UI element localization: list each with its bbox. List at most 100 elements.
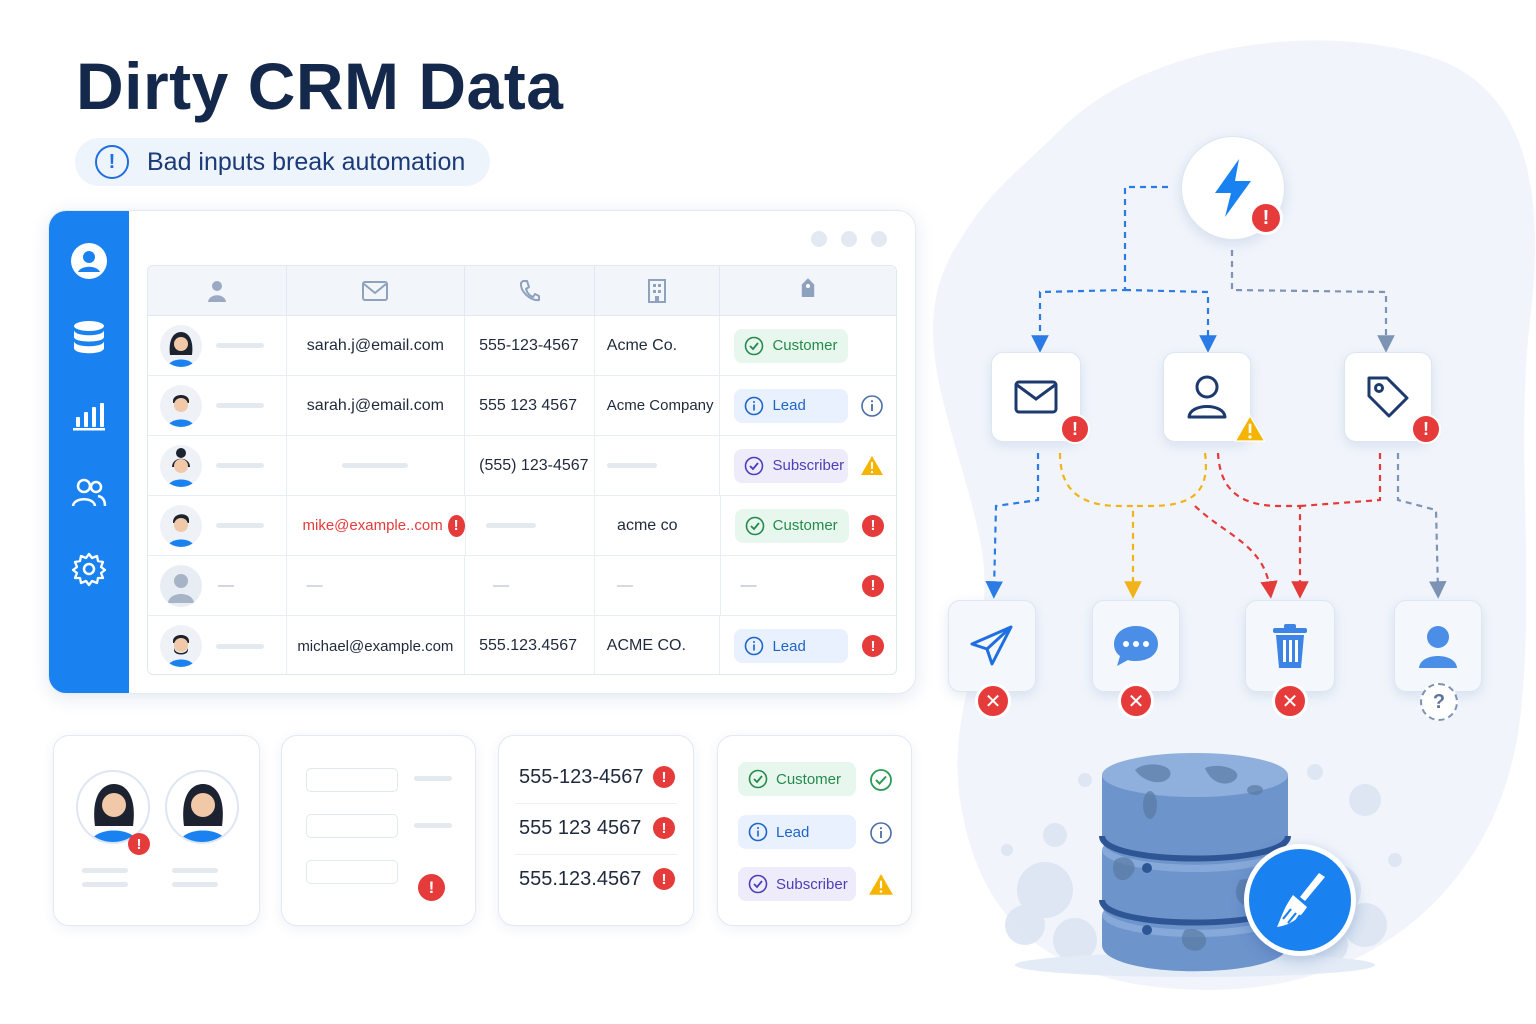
- phone-value: 555-123-4567: [519, 766, 644, 788]
- table-row[interactable]: (555) 123-4567 Subscriber: [148, 436, 896, 496]
- warning-icon[interactable]: [867, 872, 895, 898]
- status-badge[interactable]: Subscriber: [738, 867, 856, 901]
- status-badge[interactable]: Customer: [734, 508, 849, 543]
- status-badge[interactable]: Lead: [738, 815, 856, 849]
- error-icon[interactable]: !: [1411, 414, 1441, 444]
- check-circle-icon[interactable]: [869, 768, 893, 792]
- status-badge[interactable]: Lead: [734, 629, 849, 663]
- info-circle-icon: [745, 636, 764, 656]
- status-cell: Lead !: [720, 616, 896, 674]
- column-header-contact[interactable]: [148, 266, 287, 315]
- outcome-message[interactable]: [1092, 600, 1180, 692]
- sidebar-item-contacts[interactable]: [67, 470, 111, 514]
- status-badge[interactable]: Customer: [734, 328, 849, 363]
- question-icon[interactable]: ?: [1420, 683, 1458, 721]
- status-label: Customer: [772, 337, 838, 354]
- company-cell[interactable]: —: [595, 556, 721, 615]
- column-header-status[interactable]: [720, 266, 896, 315]
- phone-cell[interactable]: —: [465, 556, 595, 615]
- error-icon[interactable]: !: [447, 514, 465, 537]
- error-icon[interactable]: !: [862, 514, 884, 537]
- table-row[interactable]: — — — — — !: [148, 556, 896, 616]
- empty-input-field[interactable]: [306, 768, 398, 792]
- column-header-phone[interactable]: [465, 266, 595, 315]
- divider: [515, 803, 677, 804]
- company-cell[interactable]: Acme Company: [595, 376, 721, 435]
- error-icon[interactable]: !: [1060, 414, 1090, 444]
- status-tags-card: Customer Lead Subscriber: [717, 735, 912, 926]
- company-cell[interactable]: ACME CO.: [595, 616, 721, 674]
- sidebar-item-analytics[interactable]: [67, 393, 111, 437]
- outcome-send[interactable]: [948, 600, 1036, 692]
- table-row[interactable]: sarah.j@email.com 555 123 4567 Acme Comp…: [148, 376, 896, 436]
- column-header-email[interactable]: [287, 266, 466, 315]
- duplicates-card: !: [53, 735, 260, 926]
- close-icon[interactable]: ✕: [975, 683, 1011, 719]
- status-label: Subscriber: [772, 457, 845, 474]
- email-cell[interactable]: sarah.j@email.com: [287, 376, 466, 435]
- info-icon[interactable]: [860, 394, 884, 418]
- status-badge[interactable]: Lead: [734, 388, 849, 423]
- phone-cell[interactable]: 555.123.4567: [465, 616, 595, 674]
- phone-value: 555.123.4567: [519, 868, 642, 890]
- email-cell[interactable]: mike@example..com !: [287, 496, 466, 555]
- email-cell[interactable]: —: [287, 556, 466, 615]
- phone-cell[interactable]: 555 123 4567: [465, 376, 595, 435]
- error-icon[interactable]: !: [653, 766, 675, 788]
- error-icon[interactable]: !: [862, 635, 884, 657]
- table-row[interactable]: sarah.j@email.com 555-123-4567 Acme Co. …: [148, 316, 896, 376]
- error-icon[interactable]: !: [862, 574, 885, 597]
- user-circle-icon: [71, 243, 107, 279]
- warning-icon[interactable]: [860, 454, 884, 478]
- workflow-step-email[interactable]: [991, 352, 1081, 442]
- cleanup-button[interactable]: [1244, 844, 1356, 956]
- error-icon[interactable]: !: [418, 874, 445, 901]
- column-header-company[interactable]: [595, 266, 721, 315]
- phone-cell[interactable]: 555-123-4567: [465, 316, 595, 375]
- sidebar-item-database[interactable]: [67, 316, 111, 360]
- name-placeholder: [216, 403, 264, 408]
- close-icon[interactable]: ✕: [1118, 683, 1154, 719]
- warning-icon[interactable]: [1233, 413, 1267, 445]
- sidebar: [49, 211, 129, 693]
- database-icon: [74, 321, 104, 354]
- empty-placeholder: [606, 463, 657, 468]
- window-dot[interactable]: [871, 231, 887, 247]
- email-cell[interactable]: sarah.j@email.com: [287, 316, 466, 375]
- user-icon: [1187, 375, 1227, 419]
- phone-cell[interactable]: [466, 496, 596, 555]
- table-row[interactable]: mike@example..com ! acme co Customer !: [148, 496, 896, 556]
- company-cell[interactable]: acme co: [595, 496, 721, 555]
- phone-cell[interactable]: (555) 123-4567: [465, 436, 595, 495]
- avatar: [160, 625, 202, 667]
- company-cell[interactable]: [595, 436, 721, 495]
- empty-input-field[interactable]: [306, 814, 398, 838]
- outcome-contact[interactable]: [1394, 600, 1482, 692]
- status-badge[interactable]: Customer: [738, 762, 856, 796]
- error-icon[interactable]: !: [653, 868, 675, 890]
- empty-input-field[interactable]: [306, 860, 398, 884]
- email-cell[interactable]: [287, 436, 466, 495]
- info-circle-icon: [748, 822, 768, 842]
- window-dot[interactable]: [841, 231, 857, 247]
- info-icon[interactable]: [869, 821, 893, 845]
- status-badge[interactable]: Subscriber: [734, 448, 849, 483]
- status-label: —: [740, 576, 757, 594]
- table-row[interactable]: michael@example.com 555.123.4567 ACME CO…: [148, 616, 896, 674]
- name-placeholder: [216, 523, 264, 528]
- outcome-delete[interactable]: [1245, 600, 1335, 692]
- name-placeholder: [216, 343, 264, 348]
- status-cell: Subscriber: [720, 436, 896, 495]
- error-icon[interactable]: !: [1249, 201, 1283, 235]
- error-icon[interactable]: !: [128, 833, 150, 855]
- status-cell: Customer: [720, 316, 896, 375]
- close-icon[interactable]: ✕: [1272, 683, 1308, 719]
- workflow-step-contact[interactable]: [1163, 352, 1251, 442]
- company-cell[interactable]: Acme Co.: [595, 316, 721, 375]
- sidebar-item-settings[interactable]: [67, 547, 111, 591]
- error-icon[interactable]: !: [653, 817, 675, 839]
- sidebar-item-profile[interactable]: [67, 239, 111, 283]
- window-dot[interactable]: [811, 231, 827, 247]
- avatar: [160, 384, 202, 427]
- email-cell[interactable]: michael@example.com: [287, 616, 466, 674]
